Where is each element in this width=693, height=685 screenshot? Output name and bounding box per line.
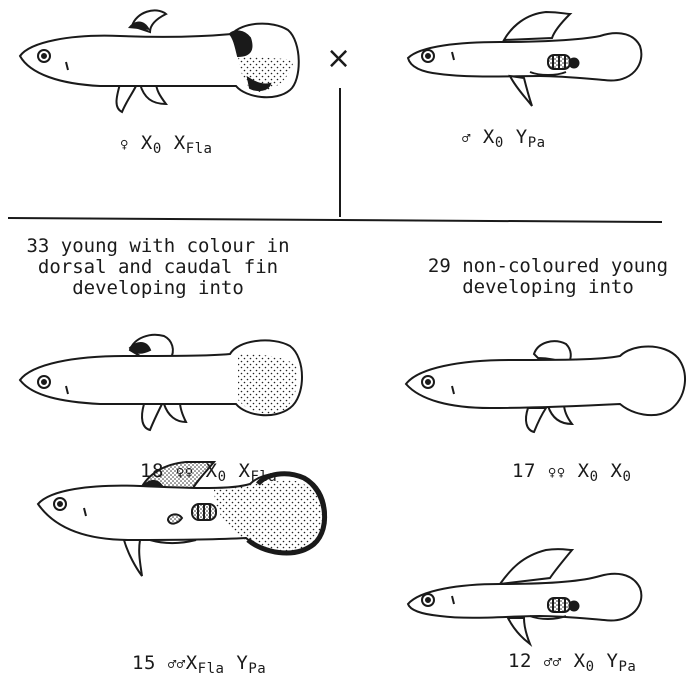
offspring-female-plain-label: 17 ♀♀ X0 X0 bbox=[512, 460, 632, 485]
offspring-male-coloured-fish bbox=[36, 461, 328, 577]
offspring-male-plain-label: 12 ♂♂ X0 YPa bbox=[508, 650, 637, 675]
cross-symbol: × bbox=[326, 41, 352, 76]
left-group-caption: 33 young with colour in dorsal and cauda… bbox=[26, 235, 290, 299]
parent-female-fish bbox=[18, 9, 300, 114]
offspring-male-coloured-label: 15 ♂♂XFla YPa bbox=[132, 652, 267, 677]
parent-female-label: ♀ X0 XFla bbox=[120, 132, 213, 157]
generation-divider-line bbox=[7, 217, 663, 223]
parent-male-label: ♂ X0 YPa bbox=[462, 126, 546, 151]
offspring-female-plain-fish bbox=[404, 340, 686, 434]
female-symbol: ♀ bbox=[120, 137, 129, 153]
parent-male-fish bbox=[406, 10, 643, 107]
offspring-male-plain-fish bbox=[406, 548, 643, 647]
male-symbol: ♂♂ bbox=[543, 655, 562, 671]
female-symbol: ♀♀ bbox=[175, 465, 194, 481]
male-symbol: ♂ bbox=[462, 131, 471, 147]
female-symbol: ♀♀ bbox=[547, 465, 566, 481]
male-symbol: ♂♂ bbox=[167, 657, 186, 673]
offspring-female-coloured-fish bbox=[18, 333, 303, 432]
right-group-caption: 29 non-coloured young developing into bbox=[427, 255, 669, 298]
offspring-female-coloured-label: 18 ♀♀ X0 XFla bbox=[140, 460, 278, 485]
